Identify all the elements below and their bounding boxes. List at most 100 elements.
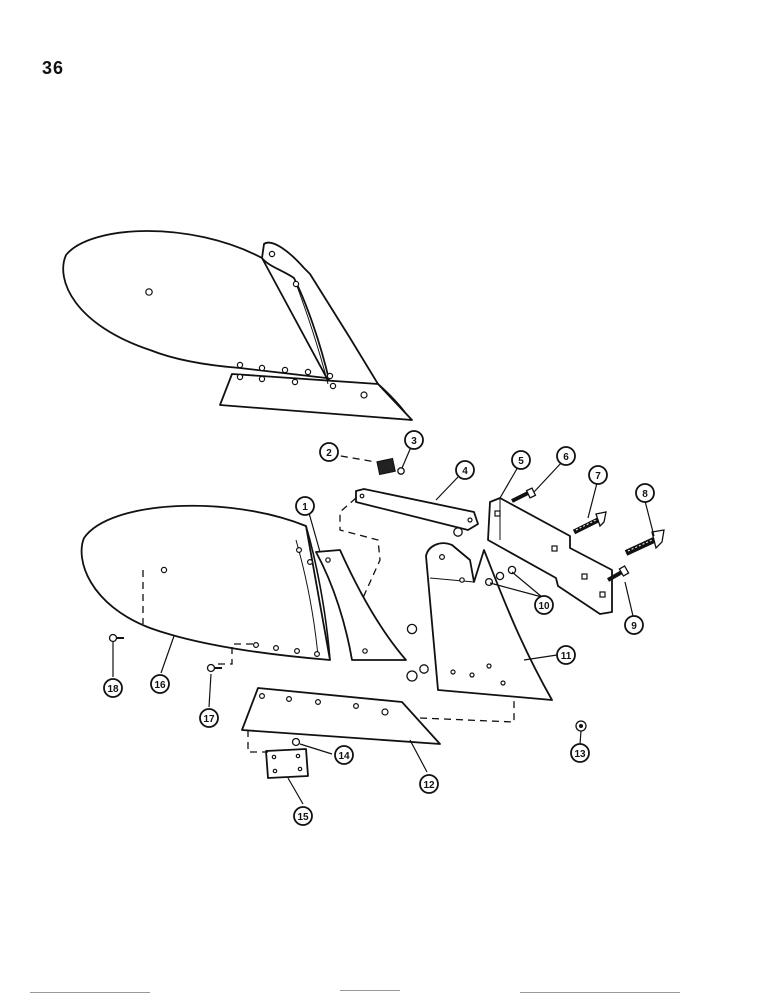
- landside-square-hole: [599, 591, 606, 598]
- moldboard-rear-edge: [305, 525, 331, 661]
- washer-13-center: [579, 724, 583, 728]
- callout-17: 17: [199, 708, 219, 728]
- svg-text:7: 7: [595, 471, 601, 482]
- callout-11: 11: [556, 645, 576, 665]
- landside: [487, 497, 613, 615]
- nut-14: [291, 737, 301, 747]
- svg-text:13: 13: [574, 749, 586, 760]
- leader-line: [160, 635, 175, 674]
- moldboard-hole: [296, 546, 303, 553]
- leader-line: [287, 777, 304, 805]
- scan-artifact: [520, 992, 680, 993]
- assembled-share-hole: [329, 382, 337, 390]
- nut: [406, 670, 418, 682]
- scan-artifact: [340, 990, 400, 991]
- assembled-bolt-hole: [304, 368, 312, 376]
- nut: [397, 467, 405, 475]
- plate-hole: [271, 754, 277, 760]
- assembly-line: [419, 700, 515, 723]
- leader-line: [401, 446, 412, 469]
- moldboard: [80, 504, 331, 661]
- assembled-share-hole: [360, 391, 368, 399]
- leader-line: [409, 739, 428, 773]
- moldboard-hole: [294, 647, 301, 654]
- leader-line: [579, 730, 582, 745]
- frog-hole: [500, 680, 506, 686]
- assembled-bolt-hole: [326, 372, 334, 380]
- callout-3: 3: [404, 430, 424, 450]
- svg-text:10: 10: [538, 601, 550, 612]
- plow-bolt-7: [572, 511, 607, 535]
- shin-hole: [325, 557, 331, 563]
- washer: [419, 664, 429, 674]
- shin: [315, 549, 407, 661]
- callout-5: 5: [511, 450, 531, 470]
- svg-text:8: 8: [642, 489, 648, 500]
- leader-line: [587, 482, 598, 519]
- svg-text:3: 3: [411, 436, 417, 447]
- callout-12: 12: [419, 774, 439, 794]
- frog: [425, 542, 553, 701]
- leader-line: [499, 466, 519, 499]
- brace: [355, 488, 479, 531]
- brace-hole: [359, 493, 365, 499]
- assembled-plow-bottom: [62, 230, 413, 421]
- callout-18: 18: [103, 678, 123, 698]
- callout-4: 4: [455, 460, 475, 480]
- assembled-moldboard-hole: [145, 288, 153, 296]
- assembled-share-hole: [236, 373, 244, 381]
- svg-text:18: 18: [107, 684, 119, 695]
- nut: [453, 527, 463, 537]
- svg-text:2: 2: [326, 448, 332, 459]
- leader-line: [533, 461, 563, 493]
- assembled-bracket-hole: [268, 250, 276, 258]
- bolt-17: [206, 663, 222, 673]
- leader-line: [644, 500, 655, 537]
- callout-8: 8: [635, 483, 655, 503]
- svg-text:15: 15: [297, 812, 309, 823]
- callout-13: 13: [570, 743, 590, 763]
- nut: [406, 623, 418, 635]
- plate-hole: [272, 768, 278, 774]
- plate: [265, 748, 309, 779]
- moldboard-hole: [314, 650, 321, 657]
- moldboard-hole: [273, 644, 280, 651]
- frog-hole: [486, 663, 492, 669]
- callout-2: 2: [319, 442, 339, 462]
- assembled-share: [219, 373, 413, 421]
- plate-hole: [295, 753, 301, 759]
- shin-hole: [362, 648, 368, 654]
- svg-text:17: 17: [203, 714, 215, 725]
- svg-text:5: 5: [518, 456, 524, 467]
- assembly-line: [247, 730, 268, 753]
- frog-hole: [439, 553, 446, 560]
- scan-artifact: [30, 992, 150, 993]
- share: [241, 687, 441, 745]
- share-hole: [353, 702, 360, 709]
- moldboard-hole: [160, 566, 168, 574]
- svg-text:6: 6: [563, 452, 569, 463]
- assembled-bolt-hole: [281, 366, 289, 374]
- callout-15: 15: [293, 806, 313, 826]
- assembled-bolt-hole: [258, 364, 266, 372]
- leader-line: [308, 512, 321, 553]
- page-number: 36: [42, 58, 65, 78]
- assembly-line: [218, 643, 256, 665]
- brace-hole: [467, 517, 473, 523]
- leader-line: [624, 581, 634, 617]
- svg-text:12: 12: [423, 780, 435, 791]
- callout-7: 7: [588, 465, 608, 485]
- svg-text:11: 11: [561, 651, 572, 662]
- assembled-moldboard: [62, 230, 411, 421]
- assembled-frog-bracket: [261, 241, 379, 385]
- leader-line: [299, 743, 333, 755]
- share-hole: [381, 708, 389, 716]
- landside-square-hole: [551, 545, 558, 552]
- assembled-bolt-hole: [236, 361, 244, 369]
- moldboard-hole: [253, 641, 260, 648]
- landside-square-hole: [581, 573, 588, 580]
- assembly-line: [339, 497, 381, 601]
- svg-text:16: 16: [154, 680, 166, 691]
- plate-hole: [297, 766, 303, 772]
